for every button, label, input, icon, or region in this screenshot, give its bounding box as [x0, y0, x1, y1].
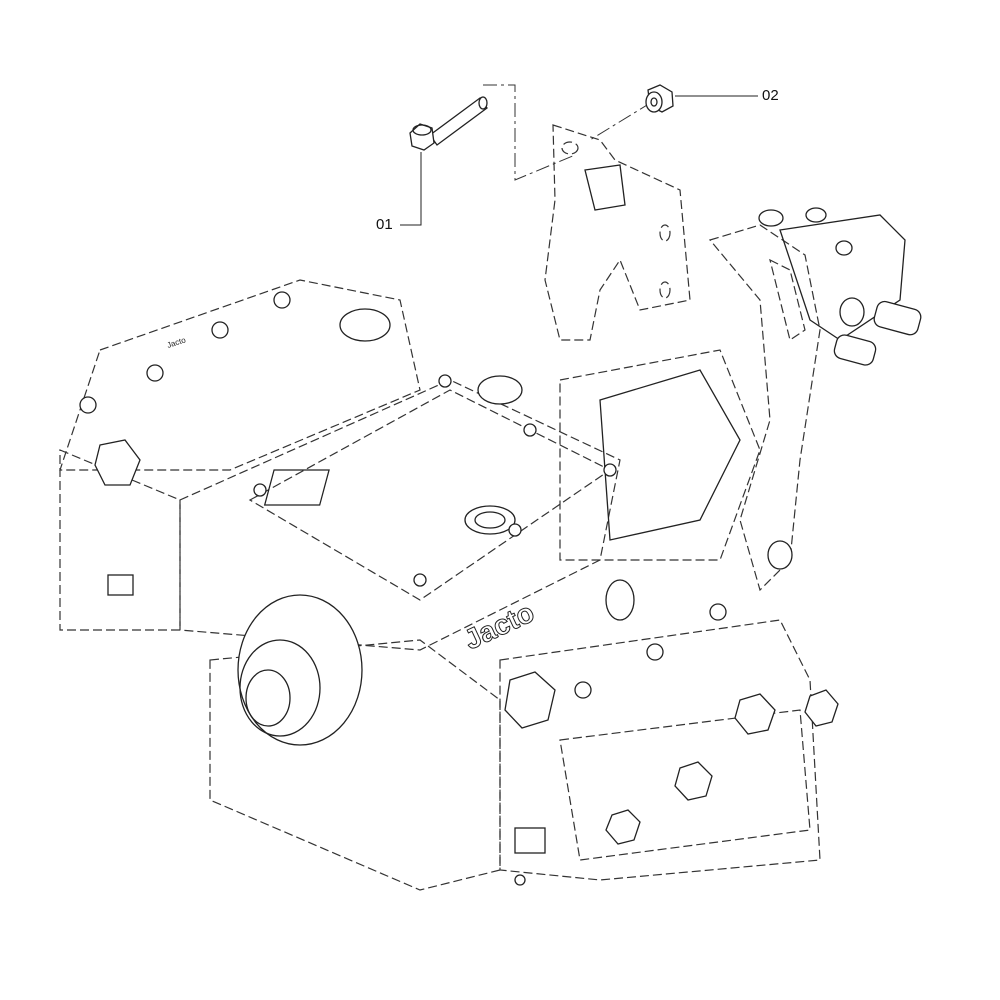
- callout-label-02: 02: [762, 87, 779, 104]
- svg-text:Jacto: Jacto: [459, 596, 538, 655]
- mounting-bracket: [544, 124, 821, 592]
- svg-text:Jacto: Jacto: [166, 335, 187, 350]
- valve-block: [758, 207, 922, 366]
- callout-label-01: 01: [376, 216, 393, 233]
- pump-body: [59, 279, 821, 891]
- nut-part-02: [645, 84, 674, 113]
- leader-line-01: [400, 152, 422, 226]
- pump-details: [79, 291, 839, 886]
- bolt-part-01: [409, 96, 488, 151]
- bolt-centerline: [483, 84, 576, 181]
- nut-centerline: [589, 101, 653, 141]
